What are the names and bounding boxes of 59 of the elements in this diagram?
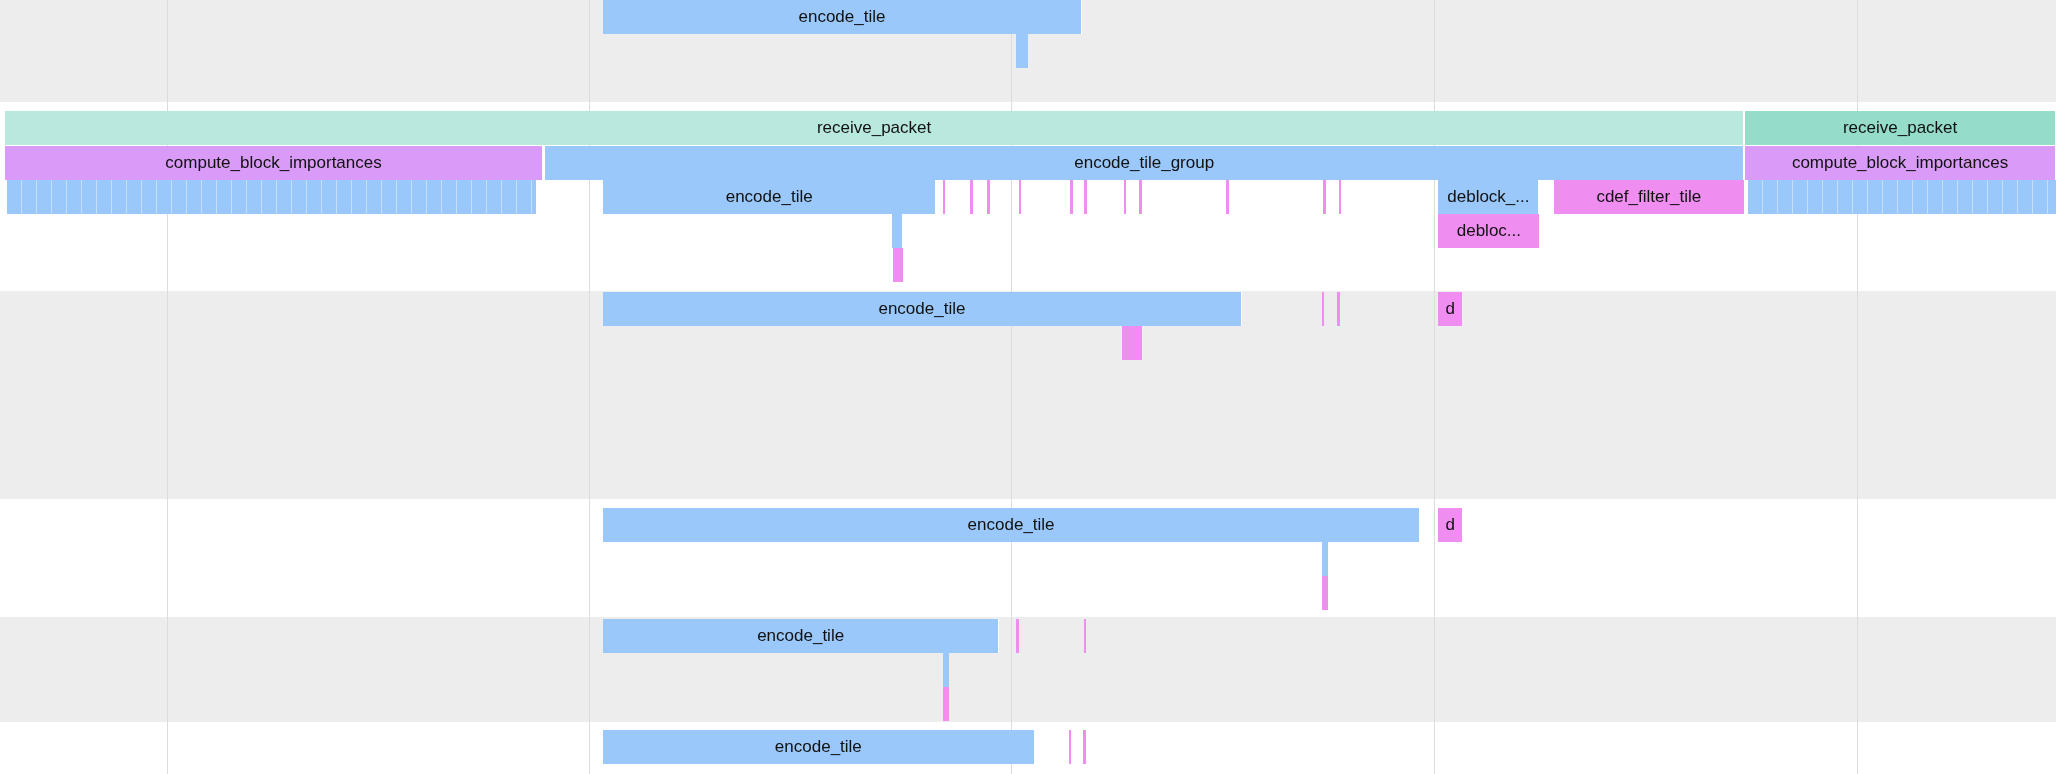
span-sliver (942, 686, 950, 721)
span-sliver (970, 180, 973, 215)
trace-span-bar (603, 180, 937, 215)
span-sliver (1083, 729, 1086, 764)
striped-span-bar (6, 180, 537, 215)
trace-span-bar (1745, 110, 2056, 145)
span-sliver (1123, 180, 1127, 215)
span-label: encode_tile (798, 7, 886, 27)
span-sliver (1069, 180, 1073, 215)
span-label: compute_block_importances (1791, 153, 2009, 174)
trace-span-bar (1745, 146, 2056, 181)
striped-span-bar (1747, 180, 2056, 215)
trace-span-bar (603, 0, 1082, 34)
span-label: d (1445, 299, 1455, 320)
trace-span-bar (1438, 292, 1462, 327)
span-label: encode_tile (725, 187, 813, 208)
span-sliver (1122, 326, 1143, 361)
trace-span-bar (545, 146, 1744, 181)
span-sliver (892, 248, 904, 283)
span-label: encode_tile (757, 625, 845, 646)
trace-span-bar (5, 146, 543, 181)
span-label: debloc... (1456, 221, 1521, 242)
span-label: encode_tile (878, 299, 966, 320)
trace-span-bar (603, 729, 1035, 764)
trace-span-bar (603, 507, 1421, 542)
span-sliver (1016, 34, 1028, 68)
span-sliver (1016, 618, 1019, 653)
span-label: d (1445, 514, 1455, 535)
span-sliver (1068, 729, 1072, 764)
span-sliver (1321, 575, 1329, 610)
span-sliver (1321, 541, 1329, 576)
trace-span-bar (1438, 214, 1540, 249)
span-sliver (1018, 180, 1022, 215)
span-sliver (1084, 618, 1087, 653)
span-label: receive_packet (816, 117, 932, 138)
trace-span-bar (1553, 180, 1744, 215)
span-sliver (1337, 292, 1341, 327)
trace-span-bar (1438, 180, 1540, 215)
trace-span-bar (603, 292, 1242, 327)
span-sliver (1321, 292, 1325, 327)
span-label: encode_tile_group (1074, 153, 1215, 174)
span-sliver (891, 214, 903, 249)
span-label: encode_tile (774, 736, 862, 757)
span-sliver (942, 652, 950, 687)
span-label: compute_block_importances (165, 153, 382, 174)
span-sliver (1226, 180, 1229, 215)
span-sliver (987, 180, 990, 215)
span-label: deblock_... (1447, 187, 1530, 208)
span-sliver (942, 180, 946, 215)
trace-span-bar (1438, 507, 1462, 542)
span-sliver (1338, 180, 1342, 215)
span-label: encode_tile (967, 514, 1055, 535)
span-label: cdef_filter_tile (1596, 187, 1702, 208)
span-label: receive_packet (1842, 117, 1958, 138)
span-sliver (1139, 180, 1143, 215)
span-sliver (1084, 180, 1087, 215)
trace-span-bar (603, 618, 1000, 653)
span-sliver (1323, 180, 1326, 215)
trace-span-bar (5, 110, 1744, 145)
